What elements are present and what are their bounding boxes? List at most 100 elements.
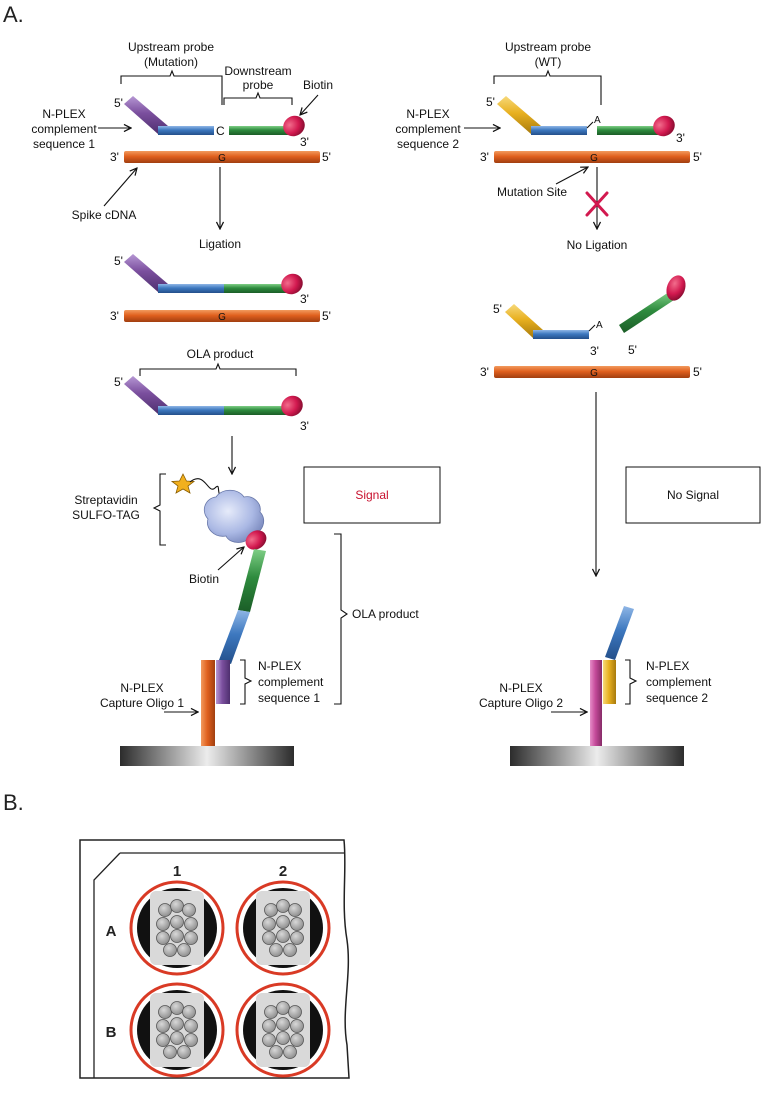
green-segment xyxy=(238,549,266,612)
plate-col-1: 1 xyxy=(173,863,181,880)
nplex-comp2-label-2: complement xyxy=(395,122,461,136)
biotin-tag xyxy=(281,395,303,417)
capture-spot xyxy=(283,1045,297,1059)
plate-col-2: 2 xyxy=(279,863,287,880)
capture-spot xyxy=(156,917,170,931)
no-signal-label: No Signal xyxy=(667,488,719,502)
well-b1 xyxy=(129,982,225,1078)
spike-arrow xyxy=(103,168,137,207)
capture-spot xyxy=(262,917,276,931)
capture-spot xyxy=(163,1045,177,1059)
upstream-probe-mutation-label: (Mutation) xyxy=(144,55,198,69)
capture-spot xyxy=(283,943,297,957)
five-prime-label: 5' xyxy=(114,254,123,268)
blue-segment xyxy=(158,284,224,293)
capture-spot xyxy=(276,915,290,929)
downstream-probe-label-2: probe xyxy=(243,78,274,92)
capture-spot xyxy=(276,1001,290,1015)
ola-product-label: OLA product xyxy=(187,347,254,361)
nplex-comp1b-label-2: complement xyxy=(258,675,324,689)
well-a2 xyxy=(235,880,331,976)
green-segment xyxy=(619,292,674,333)
nplex-comp1b-label-3: sequence 1 xyxy=(258,691,320,705)
comp1-brace xyxy=(240,659,253,705)
capture-spot xyxy=(276,899,290,913)
green-segment xyxy=(224,284,288,293)
nplex-comp1-label-2: complement xyxy=(31,122,97,136)
blue-segment xyxy=(533,330,589,339)
capture-spot xyxy=(288,903,302,917)
right-capture-assembly: N-PLEX complement sequence 2 N-PLEX Capt… xyxy=(479,606,712,766)
mismatch-base-c: C xyxy=(216,124,225,138)
left-ligated-product: 5' 3' G 3' 5' xyxy=(110,254,331,323)
comp2-brace xyxy=(625,659,638,705)
a-tick xyxy=(586,121,594,129)
plate-row-b: B xyxy=(106,1024,117,1041)
capture-spot xyxy=(290,931,304,945)
streptavidin-brace xyxy=(152,473,166,546)
purple-tail xyxy=(124,376,168,414)
well-a1 xyxy=(129,880,225,976)
no-signal-box-frame xyxy=(625,466,761,524)
electrode-surface xyxy=(120,746,294,766)
sulfo-tag-label: SULFO-TAG xyxy=(72,508,140,522)
left-ola-product: OLA product 5' 3' xyxy=(114,347,309,474)
cdna-five-prime: 5' xyxy=(693,365,702,379)
capture1-label-2: Capture Oligo 1 xyxy=(100,696,184,710)
capture2-label-2: Capture Oligo 2 xyxy=(479,696,563,710)
left-mutation-probe-pair: Upstream probe (Mutation) Downstream pro… xyxy=(31,40,333,251)
capture-spot xyxy=(156,1019,170,1033)
biotin-tag xyxy=(666,275,686,301)
electrode-surface xyxy=(510,746,684,766)
capture-spot xyxy=(290,1019,304,1033)
five-prime-label: 5' xyxy=(114,96,123,110)
capture-oligo-2 xyxy=(590,660,602,746)
green-segment xyxy=(224,406,288,415)
base-a: A xyxy=(596,320,603,331)
capture-spot xyxy=(184,1033,198,1047)
five-prime-label-green: 5' xyxy=(628,343,637,357)
nplex-comp1-label-3: sequence 1 xyxy=(33,137,95,151)
capture-spot xyxy=(182,1005,196,1019)
capture-spot xyxy=(269,1045,283,1059)
no-signal-box: No Signal xyxy=(625,466,761,524)
capture-spot xyxy=(163,943,177,957)
capture-spot xyxy=(184,1019,198,1033)
capture-spot xyxy=(170,1001,184,1015)
biotin-tag xyxy=(281,273,303,295)
capture-spot xyxy=(184,931,198,945)
capture-spot xyxy=(288,1005,302,1019)
capture-spot xyxy=(177,1045,191,1059)
mutation-site-arrow xyxy=(555,167,588,185)
mutation-site-label: Mutation Site xyxy=(497,185,567,199)
biotin-tag xyxy=(245,530,267,550)
base-g: G xyxy=(590,368,598,379)
nplex-comp2-label-3: sequence 2 xyxy=(397,137,459,151)
gold-tail xyxy=(505,304,543,338)
gold-complement-segment xyxy=(603,660,616,704)
left-capture-assembly: Streptavidin SULFO-TAG Biotin N-PLEX com… xyxy=(72,473,419,766)
biotin-label: Biotin xyxy=(189,572,219,586)
no-ligation-label: No Ligation xyxy=(567,238,628,252)
cdna-five-prime: 5' xyxy=(693,150,702,164)
three-prime-label: 3' xyxy=(676,131,685,145)
cdna-three-prime: 3' xyxy=(110,309,119,323)
capture-spot xyxy=(156,931,170,945)
upstream-probe-label: Upstream probe xyxy=(128,40,214,54)
three-prime-label: 3' xyxy=(300,419,309,433)
nplex-comp2-label: N-PLEX xyxy=(406,107,449,121)
nplex-comp1-label: N-PLEX xyxy=(42,107,85,121)
ola-product-brace xyxy=(334,533,348,705)
downstream-probe-label: Downstream xyxy=(224,64,291,78)
gold-tail xyxy=(497,96,541,134)
ola-product-label: OLA product xyxy=(352,607,419,621)
base-a: A xyxy=(594,115,601,126)
nplex-comp2b-label: N-PLEX xyxy=(646,659,689,673)
capture-spot xyxy=(170,915,184,929)
cdna-three-prime: 3' xyxy=(480,150,489,164)
streptavidin-label: Streptavidin xyxy=(74,493,137,507)
three-prime-label: 3' xyxy=(590,344,599,358)
base-g: G xyxy=(218,312,226,323)
nplex-comp2b-label-3: sequence 2 xyxy=(646,691,708,705)
